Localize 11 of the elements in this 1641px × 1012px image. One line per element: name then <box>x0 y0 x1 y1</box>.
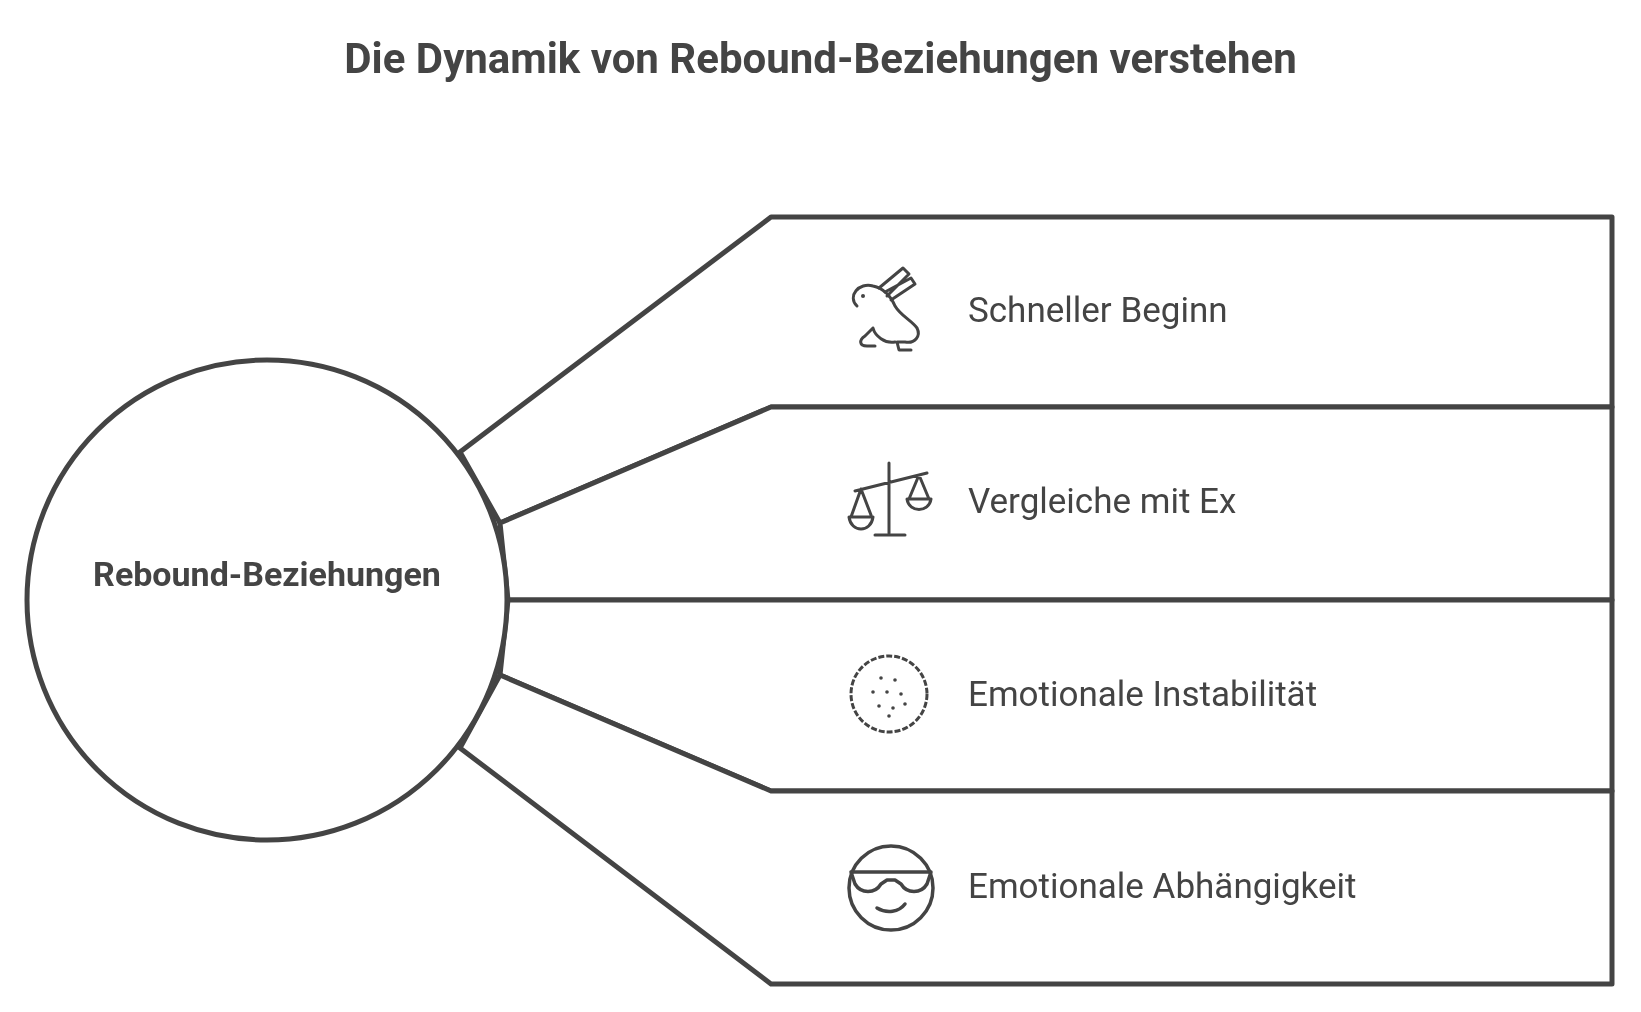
diagram-title: Die Dynamik von Rebound-Beziehungen verstehen <box>343 34 1298 83</box>
item-label: Vergleiche mit Ex <box>968 481 1237 522</box>
topic-label: Rebound-Beziehungen <box>92 553 442 596</box>
band-shape <box>460 675 1612 984</box>
band-shape <box>500 600 1612 791</box>
item-label: Emotionale Instabilität <box>968 674 1318 715</box>
band-shape <box>500 407 1612 600</box>
item-label: Emotionale Abhängigkeit <box>968 866 1357 907</box>
topic-circle <box>27 360 507 840</box>
band-shape <box>460 217 1612 523</box>
item-label: Schneller Beginn <box>968 290 1228 331</box>
